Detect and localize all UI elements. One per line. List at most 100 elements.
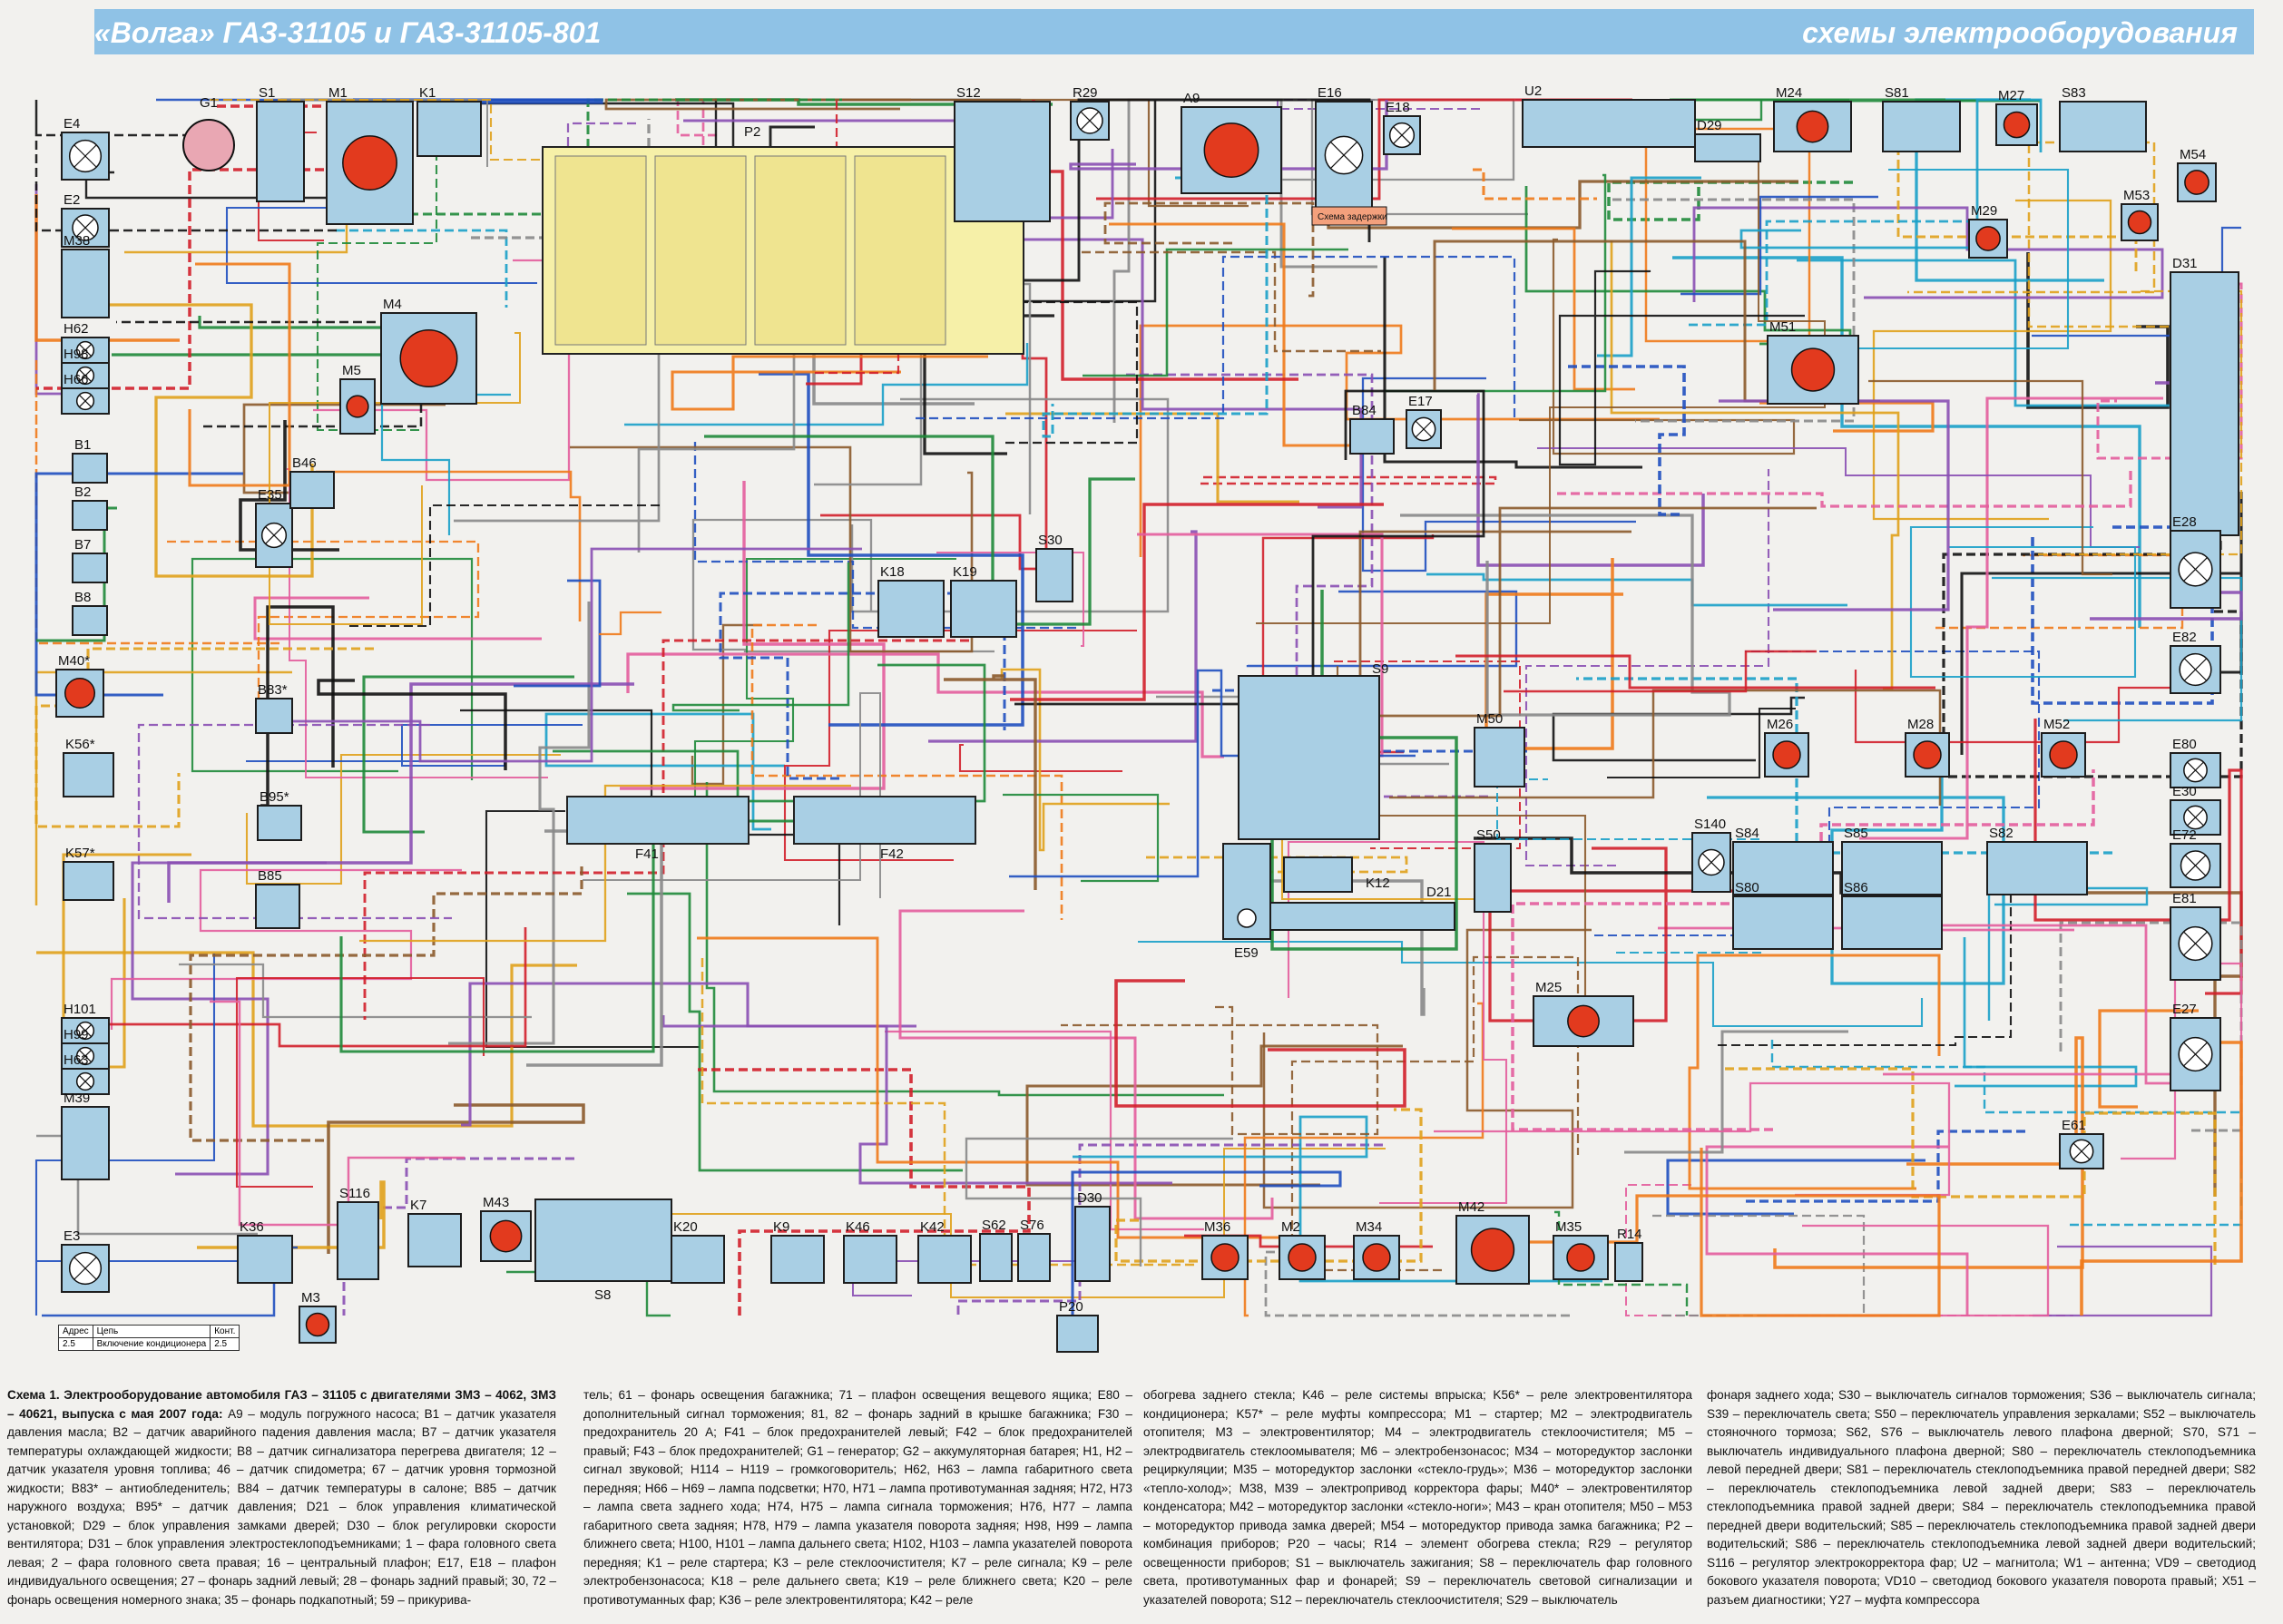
wire bbox=[1287, 840, 1508, 1205]
component-h66: H66 bbox=[61, 372, 110, 415]
label-D29: D29 bbox=[1697, 118, 1722, 133]
label-B1: B1 bbox=[74, 437, 91, 453]
component-s62: S62 bbox=[979, 1218, 1013, 1282]
wire bbox=[167, 682, 634, 903]
wire bbox=[1807, 168, 2070, 350]
wiring-diagram: P2 F41 F42 S9 D21 E59 K12 S8 E4E2M38H62H… bbox=[34, 83, 2243, 1353]
component-k36: K36 bbox=[237, 1219, 293, 1284]
label-E28: E28 bbox=[2172, 514, 2197, 530]
wire bbox=[34, 670, 292, 905]
component-s76: S76 bbox=[1017, 1218, 1051, 1282]
label-M35: M35 bbox=[1555, 1219, 1582, 1235]
component-k7: K7 bbox=[407, 1198, 462, 1267]
label-M36: M36 bbox=[1204, 1219, 1230, 1235]
wire bbox=[928, 530, 1198, 743]
label-K18: K18 bbox=[880, 564, 905, 580]
wire bbox=[1083, 248, 1348, 377]
header-title: «Волга» ГАЗ-31105 и ГАЗ-31105-801 bbox=[94, 16, 602, 49]
component-h63: H63 bbox=[61, 1052, 110, 1095]
label-E3: E3 bbox=[64, 1228, 80, 1244]
wire bbox=[1114, 1108, 1423, 1263]
label-B8: B8 bbox=[74, 590, 91, 605]
wire bbox=[1705, 1145, 1969, 1316]
label-B85: B85 bbox=[258, 868, 282, 884]
wire bbox=[1452, 227, 1635, 391]
wire bbox=[599, 611, 661, 636]
component-b8: B8 bbox=[72, 590, 108, 636]
wire bbox=[704, 435, 1135, 626]
wire bbox=[292, 547, 862, 763]
wire bbox=[1082, 250, 1381, 353]
caption-column-1: Схема 1. Электрооборудование автомобиля … bbox=[7, 1386, 556, 1609]
component-m29: M29 bbox=[1968, 203, 2008, 259]
label-S84: S84 bbox=[1735, 826, 1759, 841]
label-E17: E17 bbox=[1408, 394, 1433, 409]
component-s80: S80 bbox=[1732, 880, 1834, 950]
switch-s9: S9 bbox=[1238, 661, 1388, 840]
label-E81: E81 bbox=[2172, 891, 2197, 906]
wire bbox=[2033, 1245, 2213, 1317]
instrument-cluster-p2: P2 bbox=[542, 124, 1024, 355]
wire bbox=[1987, 886, 2149, 1021]
wire bbox=[1692, 206, 2164, 302]
wire bbox=[1434, 1081, 1951, 1197]
component-m35: M35 bbox=[1553, 1219, 1609, 1280]
component-e28: E28 bbox=[2170, 514, 2221, 609]
wire bbox=[1624, 1030, 1848, 1154]
wire bbox=[1246, 590, 1518, 668]
fuse-block-f41: F41 bbox=[566, 796, 750, 862]
wire bbox=[235, 976, 485, 1189]
wire bbox=[958, 743, 1122, 773]
wire bbox=[1061, 1005, 1379, 1136]
wire bbox=[697, 936, 1294, 1239]
label-M28: M28 bbox=[1907, 717, 1934, 732]
label-M24: M24 bbox=[1776, 85, 1802, 101]
component-k56: K56* bbox=[63, 737, 114, 797]
wire bbox=[544, 712, 785, 831]
wire bbox=[1476, 393, 1705, 567]
wire bbox=[1256, 136, 1826, 624]
component-k57: K57* bbox=[63, 846, 114, 901]
label-K56: K56* bbox=[65, 737, 95, 752]
label-A9: A9 bbox=[1183, 91, 1200, 106]
label-S1: S1 bbox=[259, 85, 275, 101]
wire bbox=[207, 98, 789, 250]
wire bbox=[1607, 707, 1796, 779]
component-k9: K9 bbox=[770, 1219, 825, 1284]
relay-k12: K12 bbox=[1283, 856, 1390, 893]
component-m24: M24 bbox=[1773, 85, 1852, 152]
wire bbox=[1146, 856, 1408, 874]
wire bbox=[1005, 412, 1299, 504]
label-S50: S50 bbox=[1476, 827, 1501, 843]
component-a9: A9 bbox=[1181, 91, 1282, 194]
wire bbox=[316, 100, 438, 432]
label-M34: M34 bbox=[1356, 1219, 1382, 1235]
label-R29: R29 bbox=[1073, 85, 1098, 101]
wire bbox=[1071, 1170, 1342, 1316]
wire bbox=[759, 372, 1024, 727]
component-d30: D30 bbox=[1074, 1190, 1111, 1282]
label-H99: H99 bbox=[64, 1027, 89, 1042]
wire bbox=[1484, 558, 1623, 750]
component-e3: E3 bbox=[61, 1228, 110, 1293]
lamp-e59: E59 bbox=[1222, 843, 1271, 961]
wire bbox=[956, 1143, 1383, 1316]
wire bbox=[1358, 506, 1817, 718]
wire bbox=[167, 540, 480, 700]
component-e16: E16 bbox=[1315, 85, 1373, 210]
wire bbox=[1868, 379, 2112, 576]
wire bbox=[89, 927, 527, 1048]
component-m36: M36 bbox=[1201, 1219, 1249, 1280]
wire bbox=[327, 1103, 585, 1254]
label-D21: D21 bbox=[1426, 885, 1452, 900]
label-E61: E61 bbox=[2062, 1118, 2086, 1133]
label-M54: M54 bbox=[2180, 147, 2206, 162]
wire bbox=[1200, 475, 1497, 485]
caption-column-3: обогрева заднего стекла; K46 – реле сист… bbox=[1143, 1388, 1692, 1607]
label-D30: D30 bbox=[1077, 1190, 1102, 1206]
wire bbox=[1504, 650, 1817, 693]
component-m53: M53 bbox=[2121, 188, 2159, 241]
component-m25: M25 bbox=[1533, 980, 1634, 1047]
wire bbox=[269, 332, 521, 625]
component-m43: M43 bbox=[480, 1195, 532, 1262]
